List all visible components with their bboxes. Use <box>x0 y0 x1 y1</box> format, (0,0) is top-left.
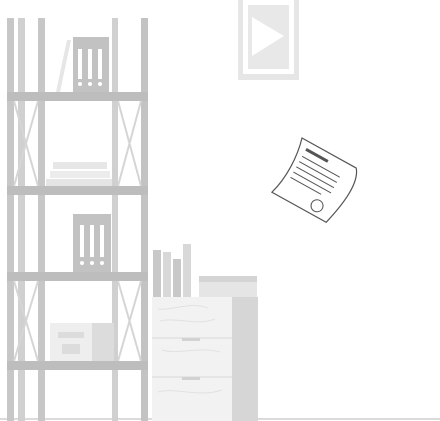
drawer-cabinet-icon <box>152 244 258 421</box>
binder-icon <box>73 214 111 272</box>
storage-box-icon <box>50 323 114 361</box>
paper-stack-icon <box>46 162 112 186</box>
binder-icon <box>56 37 109 92</box>
bookshelf-illustration <box>7 18 148 421</box>
framed-picture-icon <box>238 0 299 80</box>
floating-document-icon <box>270 137 358 224</box>
